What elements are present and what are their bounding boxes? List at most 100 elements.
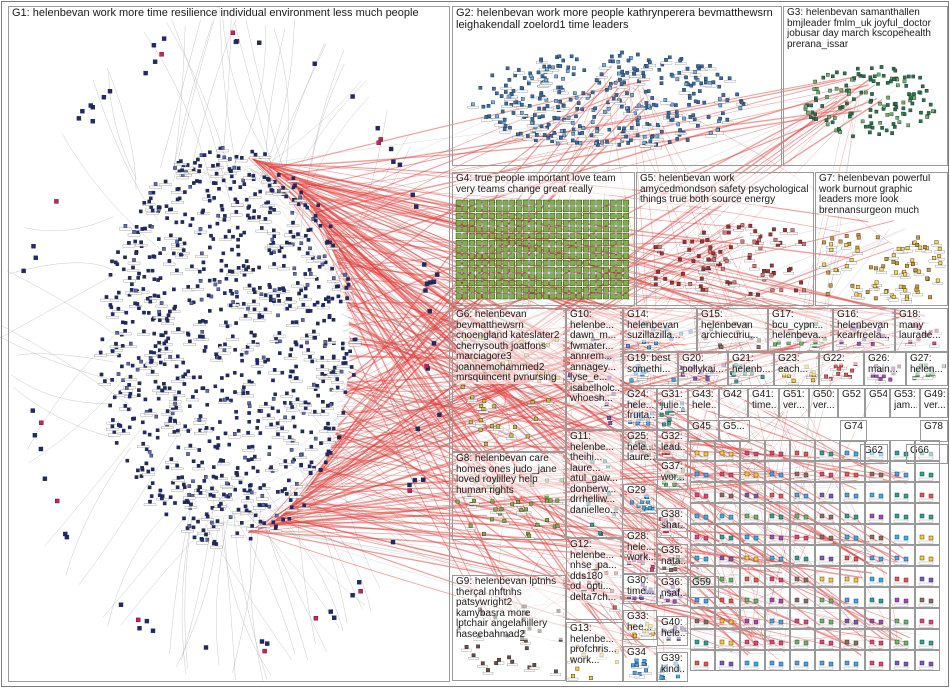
- group-box-tiny: [740, 524, 765, 545]
- group-box-tiny: [740, 650, 765, 671]
- group-box-g78: G78: [920, 420, 948, 442]
- group-label-g6: G6: helenbevan bevmatthewsrn cnoengland …: [456, 310, 563, 384]
- group-label-g29: G29: [627, 486, 654, 497]
- group-label-g41: G41: time...: [752, 390, 776, 411]
- group-box-tiny: [815, 629, 840, 650]
- group-box-g6: G6: helenbevan bevmatthewsrn cnoengland …: [452, 308, 566, 452]
- group-box-tiny: [790, 629, 815, 650]
- group-label-g19: G19: best somethi...: [627, 354, 675, 375]
- group-label-g34: G34: [627, 648, 654, 659]
- group-box-tiny: [815, 482, 840, 503]
- group-label-g4: G4: true people important love team very…: [456, 174, 632, 195]
- group-label-g50: G50: ver...: [813, 390, 835, 411]
- group-box-tiny: [915, 629, 940, 650]
- group-box-g5x: G5...: [719, 420, 750, 442]
- group-box-tiny: [715, 608, 740, 629]
- group-box-tiny: [740, 566, 765, 587]
- group-box-g52: G52: [838, 388, 865, 418]
- group-box-tiny: [715, 503, 740, 524]
- group-box-tiny: [815, 650, 840, 671]
- group-label-g17: G17: bcu_cypn... helenbeva...: [772, 310, 830, 342]
- group-box-tiny: [865, 608, 890, 629]
- group-label-g40: G40: hele...: [661, 618, 685, 639]
- group-box-tiny: [740, 482, 765, 503]
- group-box-g16: G16: helenbevan kearfreela...: [833, 308, 895, 352]
- group-box-tiny: [690, 503, 715, 524]
- group-label-g35: G35: nata...: [661, 546, 685, 567]
- group-box-tiny: [815, 524, 840, 545]
- group-label-g36: G36: nsaf...: [661, 578, 685, 599]
- group-box-tiny: [915, 524, 940, 545]
- group-label-g7: G7: helenbevan powerful work burnout gra…: [819, 174, 945, 216]
- group-box-g19: G19: best somethi...: [623, 352, 678, 386]
- group-box-tiny: [715, 650, 740, 671]
- group-box-tiny: [865, 524, 890, 545]
- group-box-g21: G21: helenb...: [728, 352, 774, 386]
- group-box-tiny: [890, 524, 915, 545]
- group-box-tiny: [890, 461, 915, 482]
- group-box-g39: G39: kind...: [657, 652, 688, 682]
- group-box-tiny: [765, 608, 790, 629]
- group-box-tiny: [815, 503, 840, 524]
- group-box-tiny: [840, 566, 865, 587]
- group-box-g8: G8: helenbevan care homes ones judo_jane…: [452, 452, 566, 540]
- group-label-g54: G54: [869, 390, 887, 401]
- group-label-g10: G10: helenbe... dawn_m... fwmater... ann…: [570, 310, 620, 405]
- group-box-tiny: [840, 545, 865, 566]
- group-box-tiny: [840, 629, 865, 650]
- group-box-g10: G10: helenbe... dawn_m... fwmater... ann…: [566, 308, 623, 430]
- group-box-tiny: [890, 608, 915, 629]
- group-box-tiny: [915, 440, 940, 461]
- group-box-g11: G11: helenbe... theihi... laure... atul_…: [566, 430, 623, 538]
- group-box-g38: G38: shar...: [657, 508, 688, 538]
- group-box-tiny: [740, 608, 765, 629]
- group-box-g23: G23: each...: [774, 352, 819, 386]
- group-box-tiny: [815, 587, 840, 608]
- group-box-tiny: [790, 524, 815, 545]
- group-box-tiny: [790, 461, 815, 482]
- group-box-g41: G41: time...: [748, 388, 779, 418]
- group-box-tiny: [915, 503, 940, 524]
- group-box-g32: G32: lead...: [657, 430, 688, 460]
- group-box-tiny: [865, 461, 890, 482]
- group-box-tiny: [840, 503, 865, 524]
- group-box-tiny: [915, 587, 940, 608]
- group-box-tiny: [715, 629, 740, 650]
- group-label-g49: G49: ver...: [924, 390, 945, 411]
- group-box-g51: G51: ver...: [779, 388, 809, 418]
- group-box-g12: G12: helenbe... nhse_pa... dds180 od_opt…: [566, 538, 623, 620]
- group-label-g78: G78: [924, 422, 945, 433]
- group-label-g20: G20: pollykai...: [682, 354, 725, 375]
- group-box-tiny: [890, 440, 915, 461]
- group-box-g4: G4: true people important love team very…: [452, 172, 635, 306]
- group-box-tiny: [790, 608, 815, 629]
- group-box-tiny: [915, 545, 940, 566]
- group-box-tiny: [765, 440, 790, 461]
- group-box-tiny: [790, 503, 815, 524]
- group-label-g51: G51: ver...: [783, 390, 806, 411]
- group-box-tiny: [840, 524, 865, 545]
- group-box-tiny: [690, 461, 715, 482]
- group-label-g15: G15: helenbevan archiecuriu...: [701, 310, 765, 342]
- group-box-tiny: [865, 440, 890, 461]
- group-box-tiny: [840, 587, 865, 608]
- group-box-tiny: [740, 545, 765, 566]
- group-box-tiny: [815, 440, 840, 461]
- group-box-tiny: [840, 440, 865, 461]
- group-box-g25: G25: hele... laure...: [623, 430, 657, 460]
- group-box-tiny: [890, 587, 915, 608]
- group-box-g5: G5: helenbevan work amycedmondson safety…: [636, 172, 814, 306]
- group-box-g42: G42: [719, 388, 748, 418]
- group-box-g37: G37: wor...: [657, 460, 688, 490]
- group-label-g2: G2: helenbevan work more people kathrynp…: [456, 8, 779, 31]
- group-label-g52: G52: [842, 390, 862, 401]
- group-box-tiny: [815, 608, 840, 629]
- group-box-tiny: [840, 650, 865, 671]
- group-box-g22: G22:: [819, 352, 864, 386]
- group-box-g49: G49: ver...: [920, 388, 948, 418]
- group-box-g15: G15: helenbevan archiecuriu...: [697, 308, 768, 352]
- group-box-tiny: [715, 461, 740, 482]
- group-label-g28: G28: hele... work...: [627, 532, 654, 564]
- group-box-tiny: [740, 461, 765, 482]
